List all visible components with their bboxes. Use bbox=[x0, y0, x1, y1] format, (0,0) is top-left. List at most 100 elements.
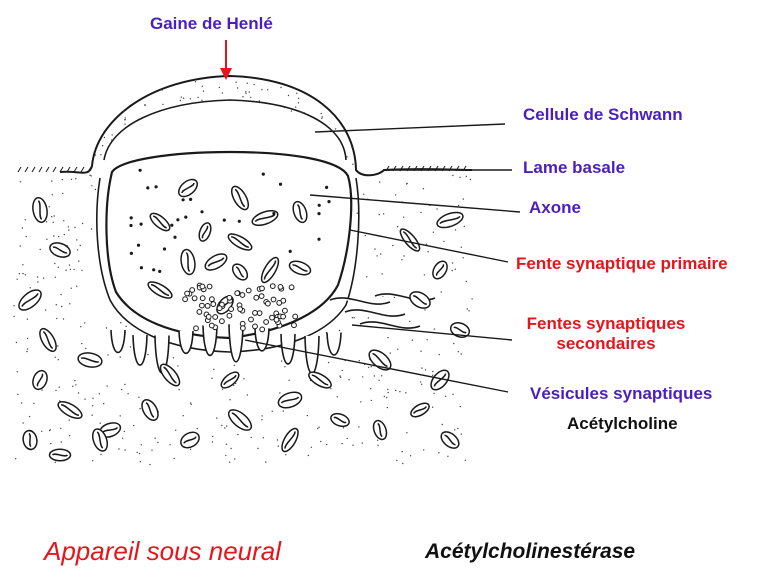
stipple-dot bbox=[25, 235, 27, 238]
mitochondrion-crista bbox=[444, 434, 456, 446]
stipple-dot bbox=[376, 255, 378, 257]
mitochondrion bbox=[288, 260, 312, 276]
stipple-dot bbox=[370, 399, 372, 402]
synaptic-vesicle bbox=[245, 287, 252, 294]
mitochondrion-crista bbox=[60, 404, 80, 416]
stipple-dot bbox=[381, 375, 383, 377]
axon-dot bbox=[138, 168, 142, 172]
axon-dot bbox=[181, 198, 185, 202]
stipple-dot bbox=[267, 89, 269, 91]
lamina-tick bbox=[73, 166, 78, 173]
axon-dot bbox=[152, 268, 156, 272]
stipple-dot bbox=[211, 377, 213, 379]
stipple-dot bbox=[70, 287, 72, 289]
stipple-dot bbox=[103, 403, 105, 405]
stipple-dot bbox=[460, 433, 462, 435]
synaptic-vesicles bbox=[182, 282, 299, 333]
synaptic-vesicle bbox=[252, 310, 258, 316]
stipple-dot bbox=[57, 345, 59, 347]
stipple-dot bbox=[189, 402, 192, 404]
stipple-dot bbox=[182, 415, 184, 417]
stipple-dot bbox=[139, 407, 141, 410]
stipple-dot bbox=[469, 178, 472, 181]
stipple-dot bbox=[124, 383, 126, 386]
stipple-dot bbox=[224, 427, 226, 429]
synaptic-vesicle bbox=[205, 314, 212, 320]
stipple-dot bbox=[225, 443, 228, 445]
stipple-dot bbox=[351, 317, 354, 319]
stipple-dot bbox=[42, 277, 45, 279]
axon-dot bbox=[173, 235, 177, 239]
stipple-dot bbox=[447, 455, 449, 457]
stipple-dot bbox=[387, 388, 389, 391]
stipple-dot bbox=[261, 419, 263, 421]
stipple-dot bbox=[341, 369, 343, 372]
stipple-dot bbox=[409, 320, 411, 323]
synaptic-vesicle bbox=[182, 296, 189, 303]
stipple-dot bbox=[37, 281, 39, 283]
label-axone: Axone bbox=[529, 198, 581, 217]
stipple-dot bbox=[421, 383, 423, 385]
stipple-dot bbox=[341, 442, 343, 445]
stipple-dot bbox=[379, 181, 381, 183]
mitochondrion-crista bbox=[201, 225, 209, 239]
stipple-dot bbox=[91, 414, 93, 416]
stipple-dot bbox=[94, 154, 97, 156]
stipple-dot bbox=[120, 388, 123, 391]
stipple-dot bbox=[377, 439, 379, 441]
stipple-dot bbox=[356, 212, 358, 214]
stipple-dot bbox=[177, 365, 179, 367]
stipple-dot bbox=[393, 296, 396, 299]
mitochondrion-crista bbox=[254, 213, 276, 223]
mitochondrion bbox=[227, 409, 253, 431]
stipple-dot bbox=[392, 244, 394, 247]
stipple-dot bbox=[19, 181, 22, 183]
stipple-dot bbox=[51, 180, 53, 182]
axon-dense-dots bbox=[129, 168, 331, 273]
lamina-tick bbox=[66, 166, 71, 173]
stipple-dot bbox=[402, 216, 405, 218]
label-vesicules: Vésicules synaptiques bbox=[530, 384, 713, 403]
stipple-dot bbox=[74, 226, 76, 229]
stipple-dot bbox=[100, 453, 102, 456]
axon-dot bbox=[261, 172, 265, 176]
stipple-dot bbox=[54, 276, 56, 278]
synaptic-vesicle bbox=[191, 295, 198, 302]
stipple-dot bbox=[75, 384, 77, 386]
label-acetylcholine: Acétylcholine bbox=[567, 414, 678, 433]
stipple-dot bbox=[451, 269, 453, 272]
stipple-dot bbox=[213, 368, 215, 371]
lamina-tick bbox=[17, 166, 22, 173]
stipple-dot bbox=[19, 245, 21, 247]
stipple-dot bbox=[386, 406, 389, 409]
stipple-dot bbox=[283, 106, 286, 109]
mitochondrion bbox=[260, 256, 280, 284]
stipple-dot bbox=[426, 339, 428, 341]
mitochondrion-crista bbox=[163, 366, 177, 384]
stipple-dot bbox=[320, 440, 322, 443]
stipple-dot bbox=[370, 387, 372, 390]
stipple-dot bbox=[99, 422, 101, 424]
junctional-folds bbox=[110, 293, 436, 374]
stipple-dot bbox=[230, 447, 232, 450]
mitochondrion-crista bbox=[150, 284, 170, 296]
stipple-dot bbox=[178, 388, 180, 391]
stipple-dot bbox=[36, 276, 39, 278]
mitochondrion-crista bbox=[28, 432, 32, 448]
stipple-dot bbox=[105, 327, 108, 329]
lamina-tick bbox=[80, 166, 85, 173]
stipple-dot bbox=[81, 269, 83, 272]
stipple-dot bbox=[109, 144, 111, 146]
stipple-dot bbox=[118, 448, 120, 450]
synaptic-vesicle bbox=[263, 319, 270, 325]
synaptic-vesicle bbox=[199, 302, 205, 309]
synaptic-vesicle bbox=[276, 300, 283, 306]
synaptic-vesicle bbox=[216, 305, 223, 312]
axon-dot bbox=[184, 215, 188, 219]
stipple-dot bbox=[248, 91, 250, 93]
junctional-fold bbox=[178, 330, 194, 354]
stipple-dot bbox=[377, 444, 379, 446]
stipple-dot bbox=[129, 346, 132, 348]
synaptic-vesicle bbox=[234, 290, 241, 297]
mitochondrion-crista bbox=[145, 402, 155, 418]
